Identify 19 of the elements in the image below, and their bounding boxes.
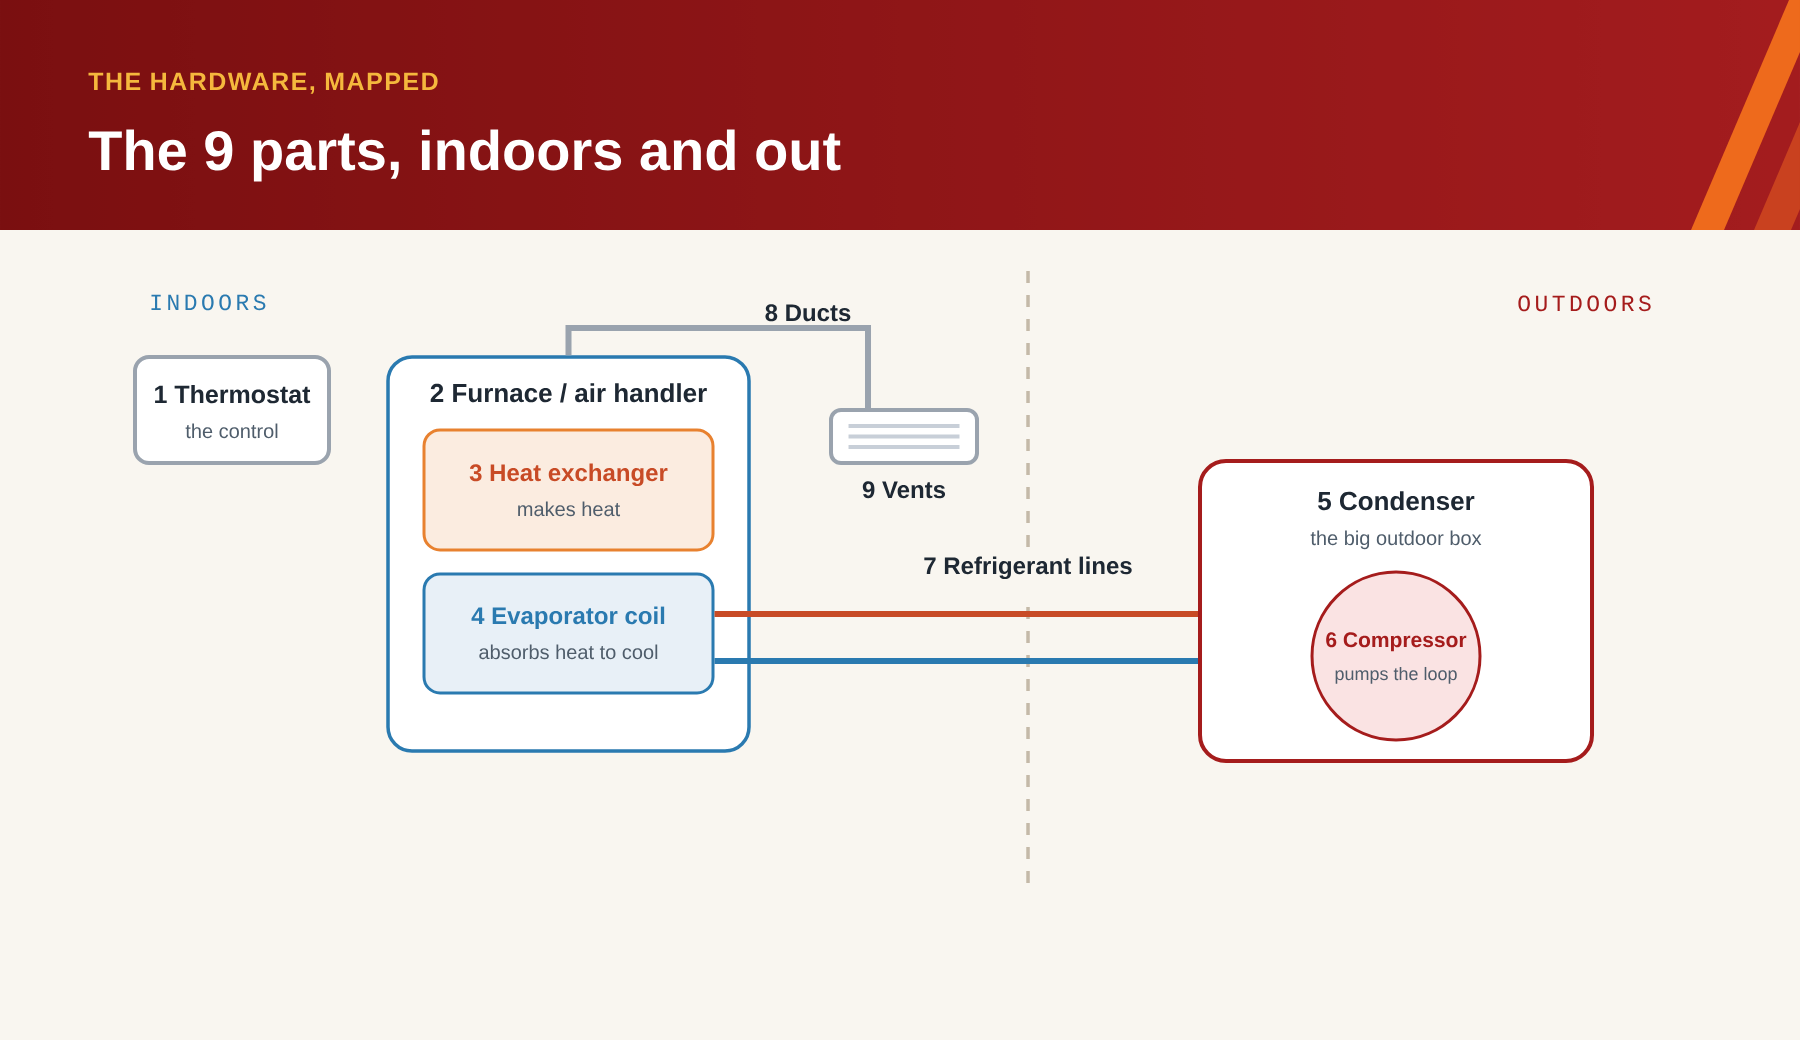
box-subtitle: pumps the loop: [1335, 666, 1457, 684]
box-subtitle: makes heat: [518, 501, 620, 517]
zone-label: INDOORS: [151, 294, 266, 311]
part-label: 9 Vents: [862, 481, 946, 499]
box-subtitle: the big outdoor box: [1310, 530, 1482, 550]
duct-line: [565, 325, 871, 408]
box-title: 4 Evaporator coil: [471, 606, 665, 629]
box-title: 2 Furnace / air handler: [430, 383, 707, 403]
box-title: 6 Compressor: [1326, 632, 1467, 652]
zone-label: OUTDOORS: [1518, 295, 1651, 312]
box-title: 1 Thermostat: [155, 384, 311, 404]
box-title: 3 Heat exchanger: [469, 463, 668, 487]
edge-label: 7 Refrigerant lines: [920, 553, 1136, 583]
eyebrow-text: THE HARDWARE, MAPPED: [88, 72, 438, 94]
box-title: 5 Condenser: [1318, 491, 1475, 511]
heading: The 9 parts, indoors and out: [88, 129, 841, 182]
edge-label: 8 Ducts: [761, 301, 855, 325]
box-subtitle: absorbs heat to cool: [479, 644, 658, 660]
box-subtitle: the control: [185, 423, 278, 439]
